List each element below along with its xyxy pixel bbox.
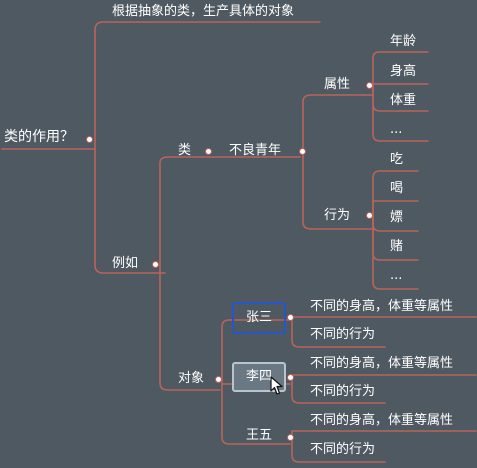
mouse-cursor-icon [270, 376, 283, 395]
example-collapse-dot[interactable] [152, 261, 159, 268]
attribute-age[interactable]: 年龄 [390, 34, 417, 49]
object-wangwu-label[interactable]: 王五 [246, 428, 273, 443]
root-topic[interactable]: 类的作用？ [4, 129, 74, 145]
objects-collapse-dot[interactable] [215, 376, 222, 383]
object-zhangsan-box[interactable]: 张三 [232, 302, 286, 334]
object-lisi-collapse-dot[interactable] [287, 374, 294, 381]
class-collapse-dot[interactable] [205, 148, 212, 155]
object-zhangsan-label: 张三 [245, 310, 272, 325]
purpose-topic[interactable]: 根据抽象的类，生产具体的对象 [112, 4, 295, 19]
class-name-topic[interactable]: 不良青年 [229, 143, 282, 158]
class-name-collapse-dot[interactable] [299, 148, 306, 155]
behavior-gamble[interactable]: 赌 [390, 239, 404, 254]
object-wangwu-collapse-dot[interactable] [287, 434, 294, 441]
object-wangwu-attr[interactable]: 不同的身高，体重等属性 [310, 413, 454, 428]
object-lisi-behavior[interactable]: 不同的行为 [310, 384, 376, 399]
object-lisi-attr[interactable]: 不同的身高，体重等属性 [310, 356, 454, 371]
object-lisi-label: 李四 [245, 369, 272, 384]
example-topic[interactable]: 例如 [112, 256, 139, 271]
behavior-more[interactable]: ... [390, 268, 403, 283]
object-zhangsan-attr[interactable]: 不同的身高，体重等属性 [310, 299, 454, 314]
root-collapse-dot[interactable] [86, 136, 93, 143]
attributes-collapse-dot[interactable] [366, 82, 373, 89]
objects-topic[interactable]: 对象 [178, 371, 205, 386]
attribute-weight[interactable]: 体重 [390, 93, 417, 108]
class-topic[interactable]: 类 [178, 143, 192, 158]
object-zhangsan-behavior[interactable]: 不同的行为 [310, 327, 376, 342]
attribute-height[interactable]: 身高 [390, 64, 417, 79]
object-zhangsan-collapse-dot[interactable] [287, 314, 294, 321]
object-lisi-box[interactable]: 李四 [232, 362, 286, 392]
attribute-more[interactable]: ... [390, 122, 403, 137]
behavior-eat[interactable]: 吃 [390, 152, 404, 167]
object-wangwu-behavior[interactable]: 不同的行为 [310, 442, 376, 457]
behaviors-topic[interactable]: 行为 [324, 208, 351, 223]
attributes-topic[interactable]: 属性 [324, 77, 351, 92]
behaviors-collapse-dot[interactable] [366, 212, 373, 219]
behavior-drink[interactable]: 喝 [390, 181, 404, 196]
behavior-whoring[interactable]: 嫖 [390, 210, 404, 225]
